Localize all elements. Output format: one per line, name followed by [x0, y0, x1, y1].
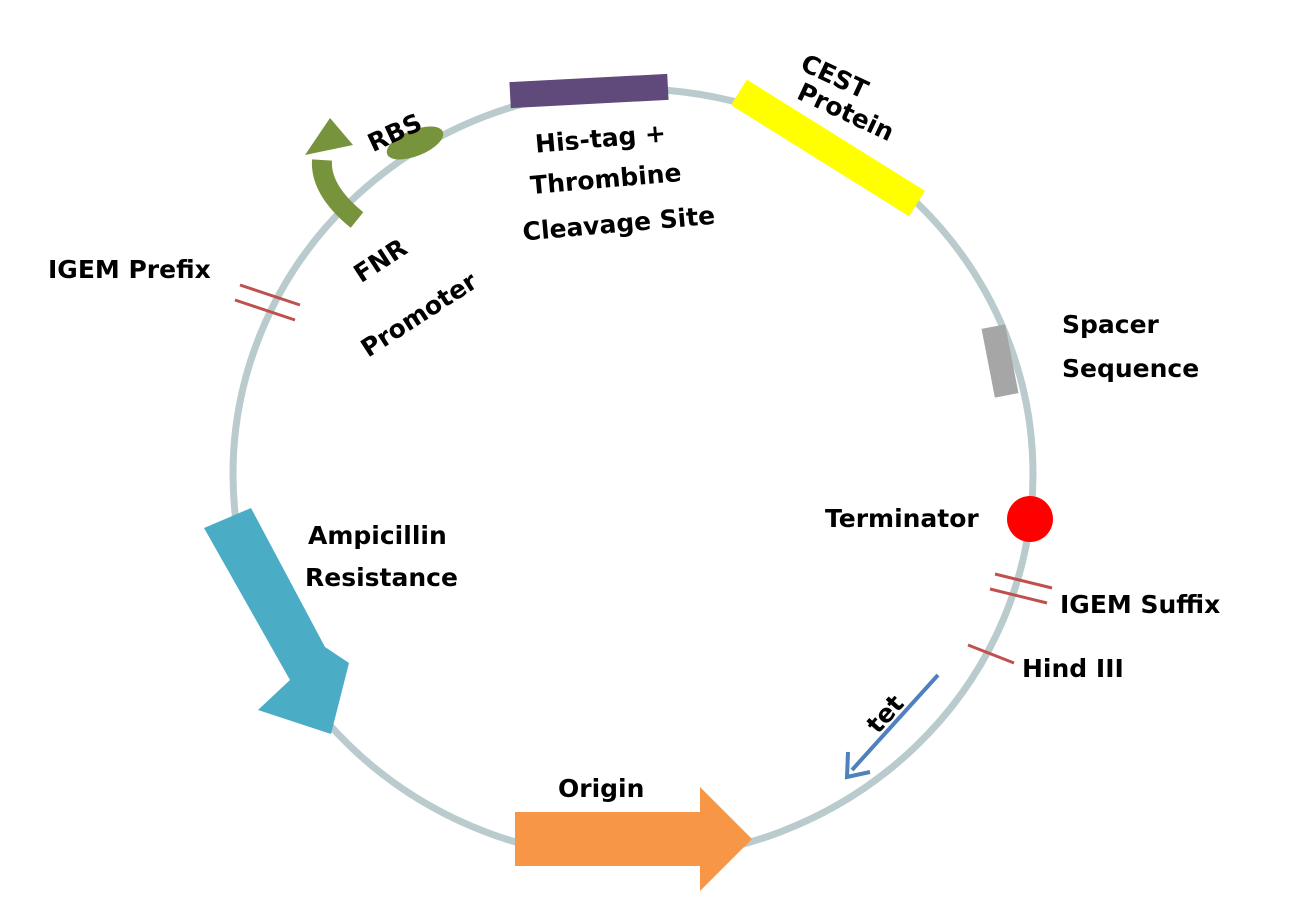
spacer-label-line2: Sequence	[1062, 354, 1199, 383]
his-tag-label-line2: Thrombine	[529, 158, 683, 200]
ampicillin-resistance-arrow	[204, 508, 349, 734]
igem-prefix-marks	[234, 283, 301, 322]
his-tag-bar	[509, 73, 669, 109]
rbs-shape	[386, 126, 444, 160]
his-tag-label-line3: Cleavage Site	[521, 201, 716, 247]
spacer-sequence-bar	[981, 324, 1019, 398]
igem-suffix-marks	[989, 572, 1053, 605]
tet-label: tet	[861, 689, 910, 739]
origin-arrow	[515, 787, 752, 891]
hind-iii-label: Hind III	[1022, 654, 1124, 683]
spacer-label-line1: Spacer	[1062, 310, 1160, 339]
his-tag-label-line1: His-tag +	[534, 118, 667, 158]
tet-arrow	[844, 673, 940, 780]
igem-suffix-label: IGEM Suffix	[1060, 590, 1220, 619]
hind-iii-mark	[967, 643, 1015, 665]
cest-protein-bar	[731, 79, 925, 217]
origin-label: Origin	[558, 774, 644, 803]
fnr-label: FNR	[349, 233, 413, 289]
ampicillin-label-line1: Ampicillin	[308, 521, 447, 550]
fnr-promoter-arrow	[305, 118, 364, 228]
terminator-dot	[1007, 496, 1053, 542]
terminator-label: Terminator	[825, 504, 979, 533]
ampicillin-label-line2: Resistance	[305, 563, 458, 592]
igem-prefix-label: IGEM Prefix	[48, 255, 211, 284]
